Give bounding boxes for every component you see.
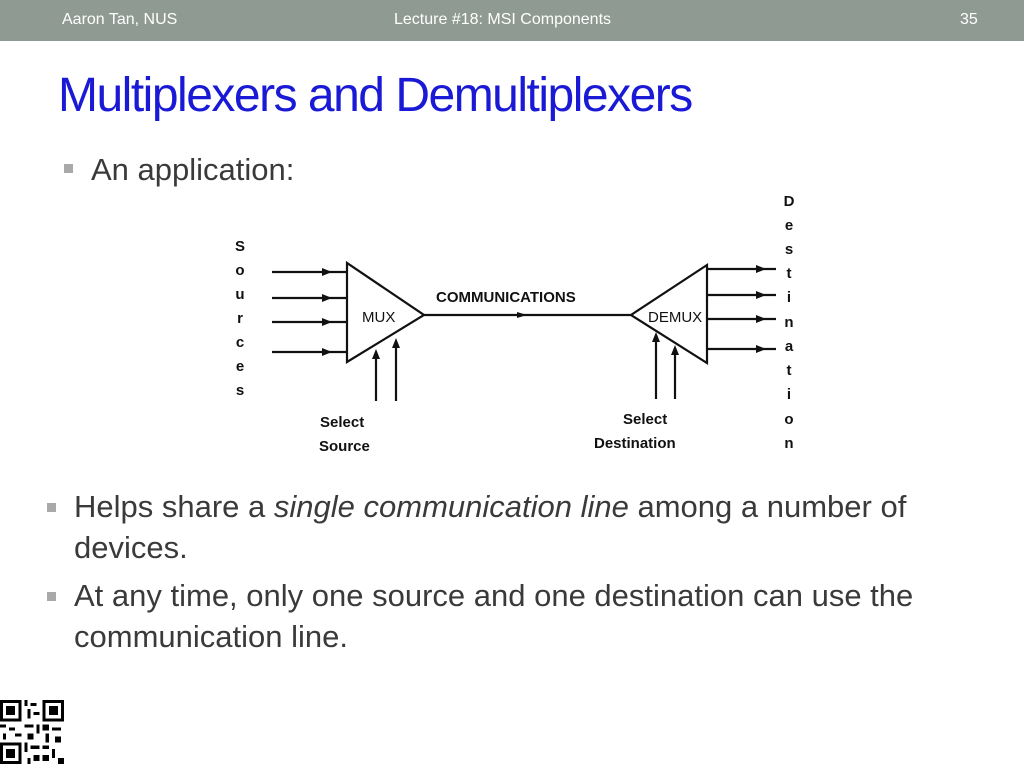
author-label: Aaron Tan, NUS — [62, 11, 178, 28]
bullet-one-source: At any time, only one source and one des… — [47, 575, 974, 657]
select-source-label-line1: Select — [320, 414, 364, 431]
destination-letter: s — [785, 241, 793, 258]
select-destination-label-line2: Destination — [594, 435, 676, 452]
slide-title: Multiplexers and Demultiplexers — [58, 69, 693, 122]
bullet-text-italic: single communication line — [273, 489, 629, 524]
sources-label: S o u r c e s — [235, 238, 245, 399]
destination-letter: n — [784, 314, 793, 331]
source-input-arrows — [272, 270, 346, 354]
arrowhead — [372, 349, 380, 359]
demux-label: DEMUX — [648, 309, 702, 326]
slide-header: Aaron Tan, NUS Lecture #18: MSI Componen… — [0, 0, 1024, 41]
sources-letter: e — [236, 358, 244, 375]
intro-text: An application: — [91, 152, 295, 187]
destination-letter: i — [787, 386, 791, 403]
select-destination-arrowheads — [652, 332, 679, 355]
destination-letter: o — [784, 411, 793, 428]
destination-letter: t — [787, 265, 792, 282]
source-arrowheads — [322, 268, 332, 356]
sources-letter: r — [237, 310, 243, 327]
select-destination-label-line1: Select — [623, 411, 667, 428]
sources-letter: s — [236, 382, 244, 399]
bullet-shared-line: Helps share a single communication line … — [47, 486, 974, 568]
sources-letter: u — [235, 286, 244, 303]
mux-label: MUX — [362, 309, 395, 326]
destination-letter: D — [784, 193, 795, 210]
arrowhead — [756, 291, 766, 299]
arrowhead — [322, 318, 332, 326]
arrowhead — [671, 345, 679, 355]
bullet-marker — [64, 164, 73, 173]
demux-block — [628, 262, 709, 365]
mux-demux-diagram: S o u r c e s MUX COMMUNICATIONS DEMUX — [235, 193, 795, 455]
qr-code-icon — [0, 700, 64, 764]
arrowhead — [322, 268, 332, 276]
arrowhead — [392, 338, 400, 348]
lecture-title: Lecture #18: MSI Components — [394, 11, 612, 28]
bullet-text-after: among a number of devices. — [74, 489, 907, 565]
destination-output-arrows — [707, 267, 776, 351]
select-source-label-line2: Source — [319, 438, 370, 455]
destination-letter: t — [787, 362, 792, 379]
sources-letter: o — [235, 262, 244, 279]
destination-letter: i — [787, 289, 791, 306]
arrowhead — [322, 348, 332, 356]
select-source-arrowheads — [372, 338, 400, 359]
sources-letter: c — [236, 334, 244, 351]
destination-letter: a — [785, 338, 794, 355]
destination-label: D e s t i n a t i o n — [784, 193, 795, 452]
communication-arrowhead — [517, 312, 527, 318]
destination-arrowheads — [756, 265, 766, 353]
page-number: 35 — [960, 11, 978, 28]
bullet-text: At any time, only one source and one des… — [74, 578, 914, 654]
select-destination-lines — [654, 335, 677, 399]
bullet-intro: An application: — [64, 149, 295, 190]
bullet-text-before: Helps share a — [74, 489, 274, 524]
select-source-lines — [374, 341, 398, 401]
arrowhead — [756, 345, 766, 353]
destination-letter: e — [785, 217, 793, 234]
arrowhead — [756, 265, 766, 273]
communications-label: COMMUNICATIONS — [436, 289, 576, 306]
arrowhead — [322, 294, 332, 302]
bullet-marker — [47, 503, 56, 512]
bullet-marker — [47, 592, 56, 601]
mux-block — [345, 260, 427, 364]
sources-letter: S — [235, 238, 245, 255]
destination-letter: n — [784, 435, 793, 452]
arrowhead — [652, 332, 660, 342]
arrowhead — [756, 315, 766, 323]
